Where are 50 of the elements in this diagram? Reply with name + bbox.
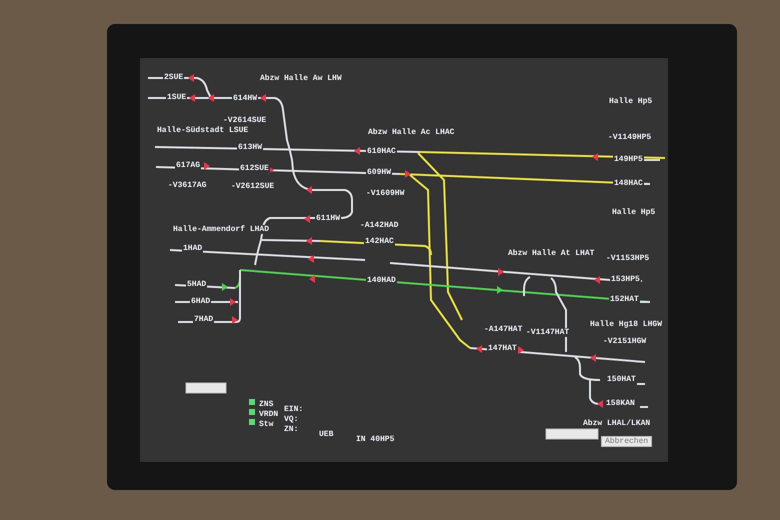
station-name: Abzw LHAL/LKAN: [582, 419, 652, 428]
station-name: Halle Hp5: [611, 208, 656, 217]
station-name: Halle-Südstadt LSUE: [156, 126, 250, 135]
input-label: EIN:: [283, 405, 304, 414]
input-label: VQ:: [283, 415, 300, 424]
station-name: Halle Hp5: [608, 97, 654, 106]
track-label: 2SUE: [163, 73, 184, 82]
track-label: 617AG: [175, 161, 202, 170]
status-text: IN 40HP5: [355, 435, 396, 444]
status-label: ZNS: [258, 400, 274, 409]
track-label: 614HW: [232, 94, 258, 103]
route-label: -V3617AG: [167, 181, 208, 190]
status-label: VRDN: [258, 410, 280, 419]
track-label: 158KAN: [605, 399, 636, 408]
station-name: Halle Hg18 LHGW: [589, 320, 664, 329]
cancel-button: Abbrechen: [601, 436, 652, 447]
track-label: 6HAD: [190, 297, 212, 306]
status-label: Stw: [258, 420, 274, 429]
track-label: 140HAD: [366, 276, 397, 285]
route-label: -V1149HP5: [607, 133, 652, 142]
track-label: 612SUE: [239, 164, 270, 173]
status-text: UEB: [318, 430, 334, 439]
track-label: 150HAT: [606, 375, 637, 384]
track-label: 609HW: [366, 168, 392, 177]
track-label: 1HAD: [182, 244, 204, 253]
route-label: -V2612SUE: [230, 182, 276, 191]
track-label: 610HAC: [366, 147, 397, 156]
route-label: -A142HAD: [359, 221, 400, 230]
route-label: -V2614SUE: [222, 116, 268, 125]
route-label: -V1153HP5: [605, 254, 650, 263]
station-name: Abzw Halle At LHAT: [507, 249, 596, 258]
track-label: 147HAT: [487, 344, 518, 353]
route-label: -V1609HW: [365, 189, 406, 198]
track-label: 148HAC: [613, 179, 644, 188]
station-name: Abzw Halle Aw LHW: [259, 74, 343, 83]
route-label: -V1147HAT: [525, 328, 570, 337]
track-label: 142HAC: [364, 237, 395, 246]
track-label: 7HAD: [193, 315, 214, 324]
station-name: Halle-Ammendorf LHAD: [172, 225, 270, 234]
station-name: Abzw Halle Ac LHAC: [367, 128, 456, 137]
track-label: 153HP5: [610, 275, 641, 284]
track-label: 5HAD: [186, 280, 208, 289]
track-label: 611HW: [315, 214, 342, 223]
track-label: 149HP5: [613, 155, 644, 164]
track-label: 152HAT: [609, 295, 640, 304]
route-label: -V2151HGW: [602, 337, 648, 346]
track-label: 1SUE: [166, 93, 188, 102]
track-label: 613HW: [237, 143, 264, 152]
route-label: -A147HAT: [483, 325, 524, 334]
input-label: ZN:: [283, 425, 300, 434]
